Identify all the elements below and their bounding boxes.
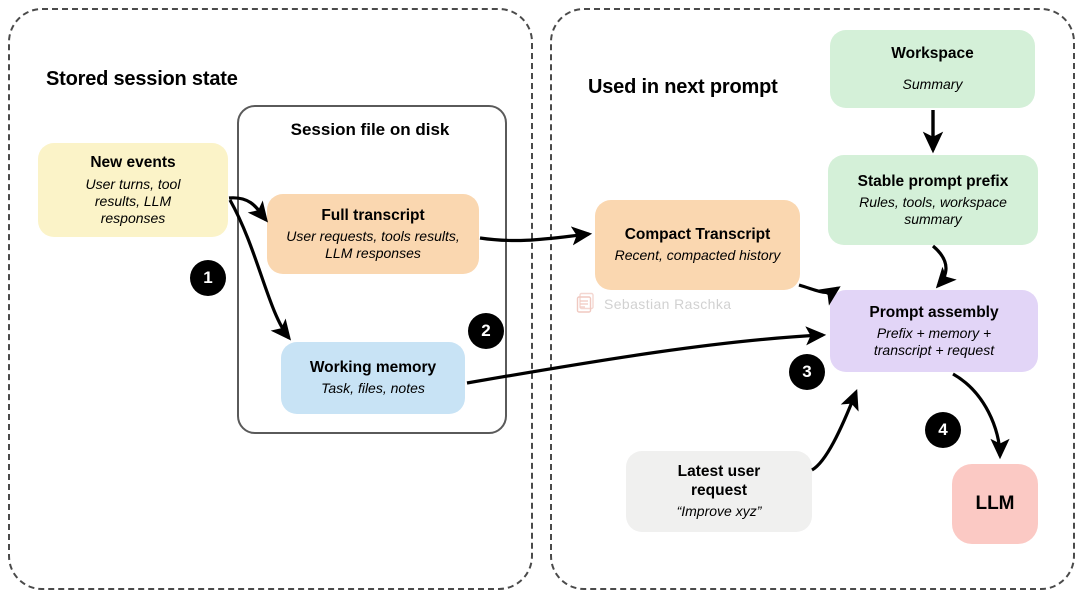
container-title-session-file: Session file on disk [290,120,450,139]
logo-icon [576,292,598,316]
node-prompt-assembly[interactable]: Prompt assembly Prefix + memory + transc… [830,290,1038,372]
node-llm-title: LLM [975,492,1015,514]
node-stable-prompt-prefix[interactable]: Stable prompt prefix Rules, tools, works… [828,155,1038,245]
node-latest-user-request-title: Latest user request [677,463,761,499]
badge-step-4: 4 [925,412,961,448]
node-working-memory[interactable]: Working memory Task, files, notes [281,342,465,414]
arrow-prompt-assembly-to-llm [952,372,1010,460]
node-workspace-subtitle: Summary [902,75,963,92]
node-latest-user-request[interactable]: Latest user request “Improve xyz” [626,451,812,532]
arrow-working-memory-to-prompt-assembly [466,326,827,385]
node-new-events[interactable]: New events User turns, tool results, LLM… [38,143,228,237]
node-working-memory-subtitle: Task, files, notes [321,380,425,397]
node-new-events-title: New events [90,153,176,171]
arrow-compact-transcript-to-prompt-assembly [798,283,841,306]
node-prompt-assembly-subtitle: Prefix + memory + transcript + request [873,324,995,358]
node-latest-user-request-subtitle: “Improve xyz” [676,502,762,519]
arrow-full-transcript-to-compact-transcript [479,226,593,246]
arrow-stable-prefix-to-prompt-assembly [931,244,957,289]
node-new-events-subtitle: User turns, tool results, LLM responses [85,175,181,226]
panel-title-used: Used in next prompt [588,76,778,98]
panel-used-in-next-prompt [550,8,1075,590]
node-compact-transcript-title: Compact Transcript [624,225,771,243]
badge-step-2: 2 [468,313,504,349]
watermark-text: Sebastian Raschka [604,296,732,312]
node-full-transcript-title: Full transcript [321,206,425,224]
node-stable-prompt-prefix-subtitle: Rules, tools, workspace summary [859,193,1007,227]
watermark: Sebastian Raschka [576,292,731,316]
node-workspace[interactable]: Workspace Summary [830,30,1035,108]
arrow-new-events-to-working-memory [228,199,292,341]
badge-step-1: 1 [190,260,226,296]
node-full-transcript[interactable]: Full transcript User requests, tools res… [267,194,479,274]
badge-step-3: 3 [789,354,825,390]
panel-stored-session-state [8,8,533,590]
node-working-memory-title: Working memory [309,358,437,376]
node-compact-transcript[interactable]: Compact Transcript Recent, compacted his… [595,200,800,290]
node-llm[interactable]: LLM [952,464,1038,544]
node-stable-prompt-prefix-title: Stable prompt prefix [857,172,1009,190]
node-compact-transcript-subtitle: Recent, compacted history [614,247,781,264]
arrow-new-events-to-full-transcript [228,196,268,223]
panel-title-stored: Stored session state [46,68,238,90]
node-workspace-title: Workspace [891,45,974,63]
node-prompt-assembly-title: Prompt assembly [869,303,999,321]
arrow-latest-request-to-prompt-assembly [811,389,859,472]
node-full-transcript-subtitle: User requests, tools results, LLM respon… [286,227,460,261]
